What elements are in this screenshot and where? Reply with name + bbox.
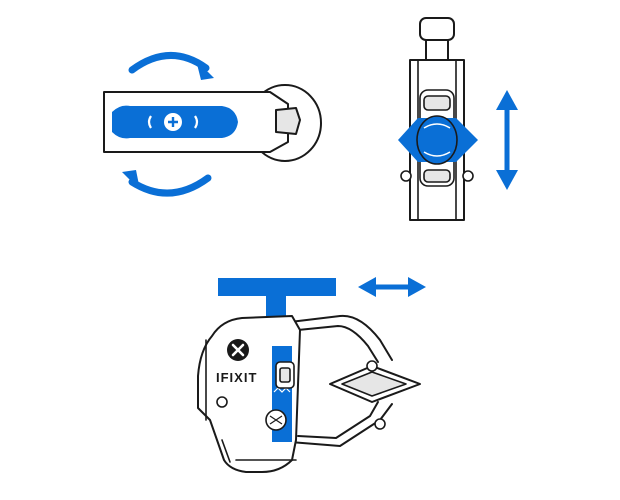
vertical-clamp-illustration — [398, 17, 518, 221]
double-arrow-horizontal-icon — [358, 277, 426, 297]
brand-label: IFIXIT — [216, 370, 257, 385]
arrowhead-bottom — [122, 170, 140, 190]
t-bar-stem — [266, 296, 286, 320]
curved-arrow-clockwise-icon — [128, 52, 210, 74]
rotate-handle-illustration — [103, 52, 322, 197]
arrowhead-top — [196, 60, 214, 80]
t-bar-top — [218, 278, 336, 296]
double-arrow-vertical-icon — [496, 90, 518, 190]
curved-arrow-counterclockwise-icon — [128, 174, 212, 197]
main-clamp-illustration: IFIXIT — [197, 277, 426, 473]
